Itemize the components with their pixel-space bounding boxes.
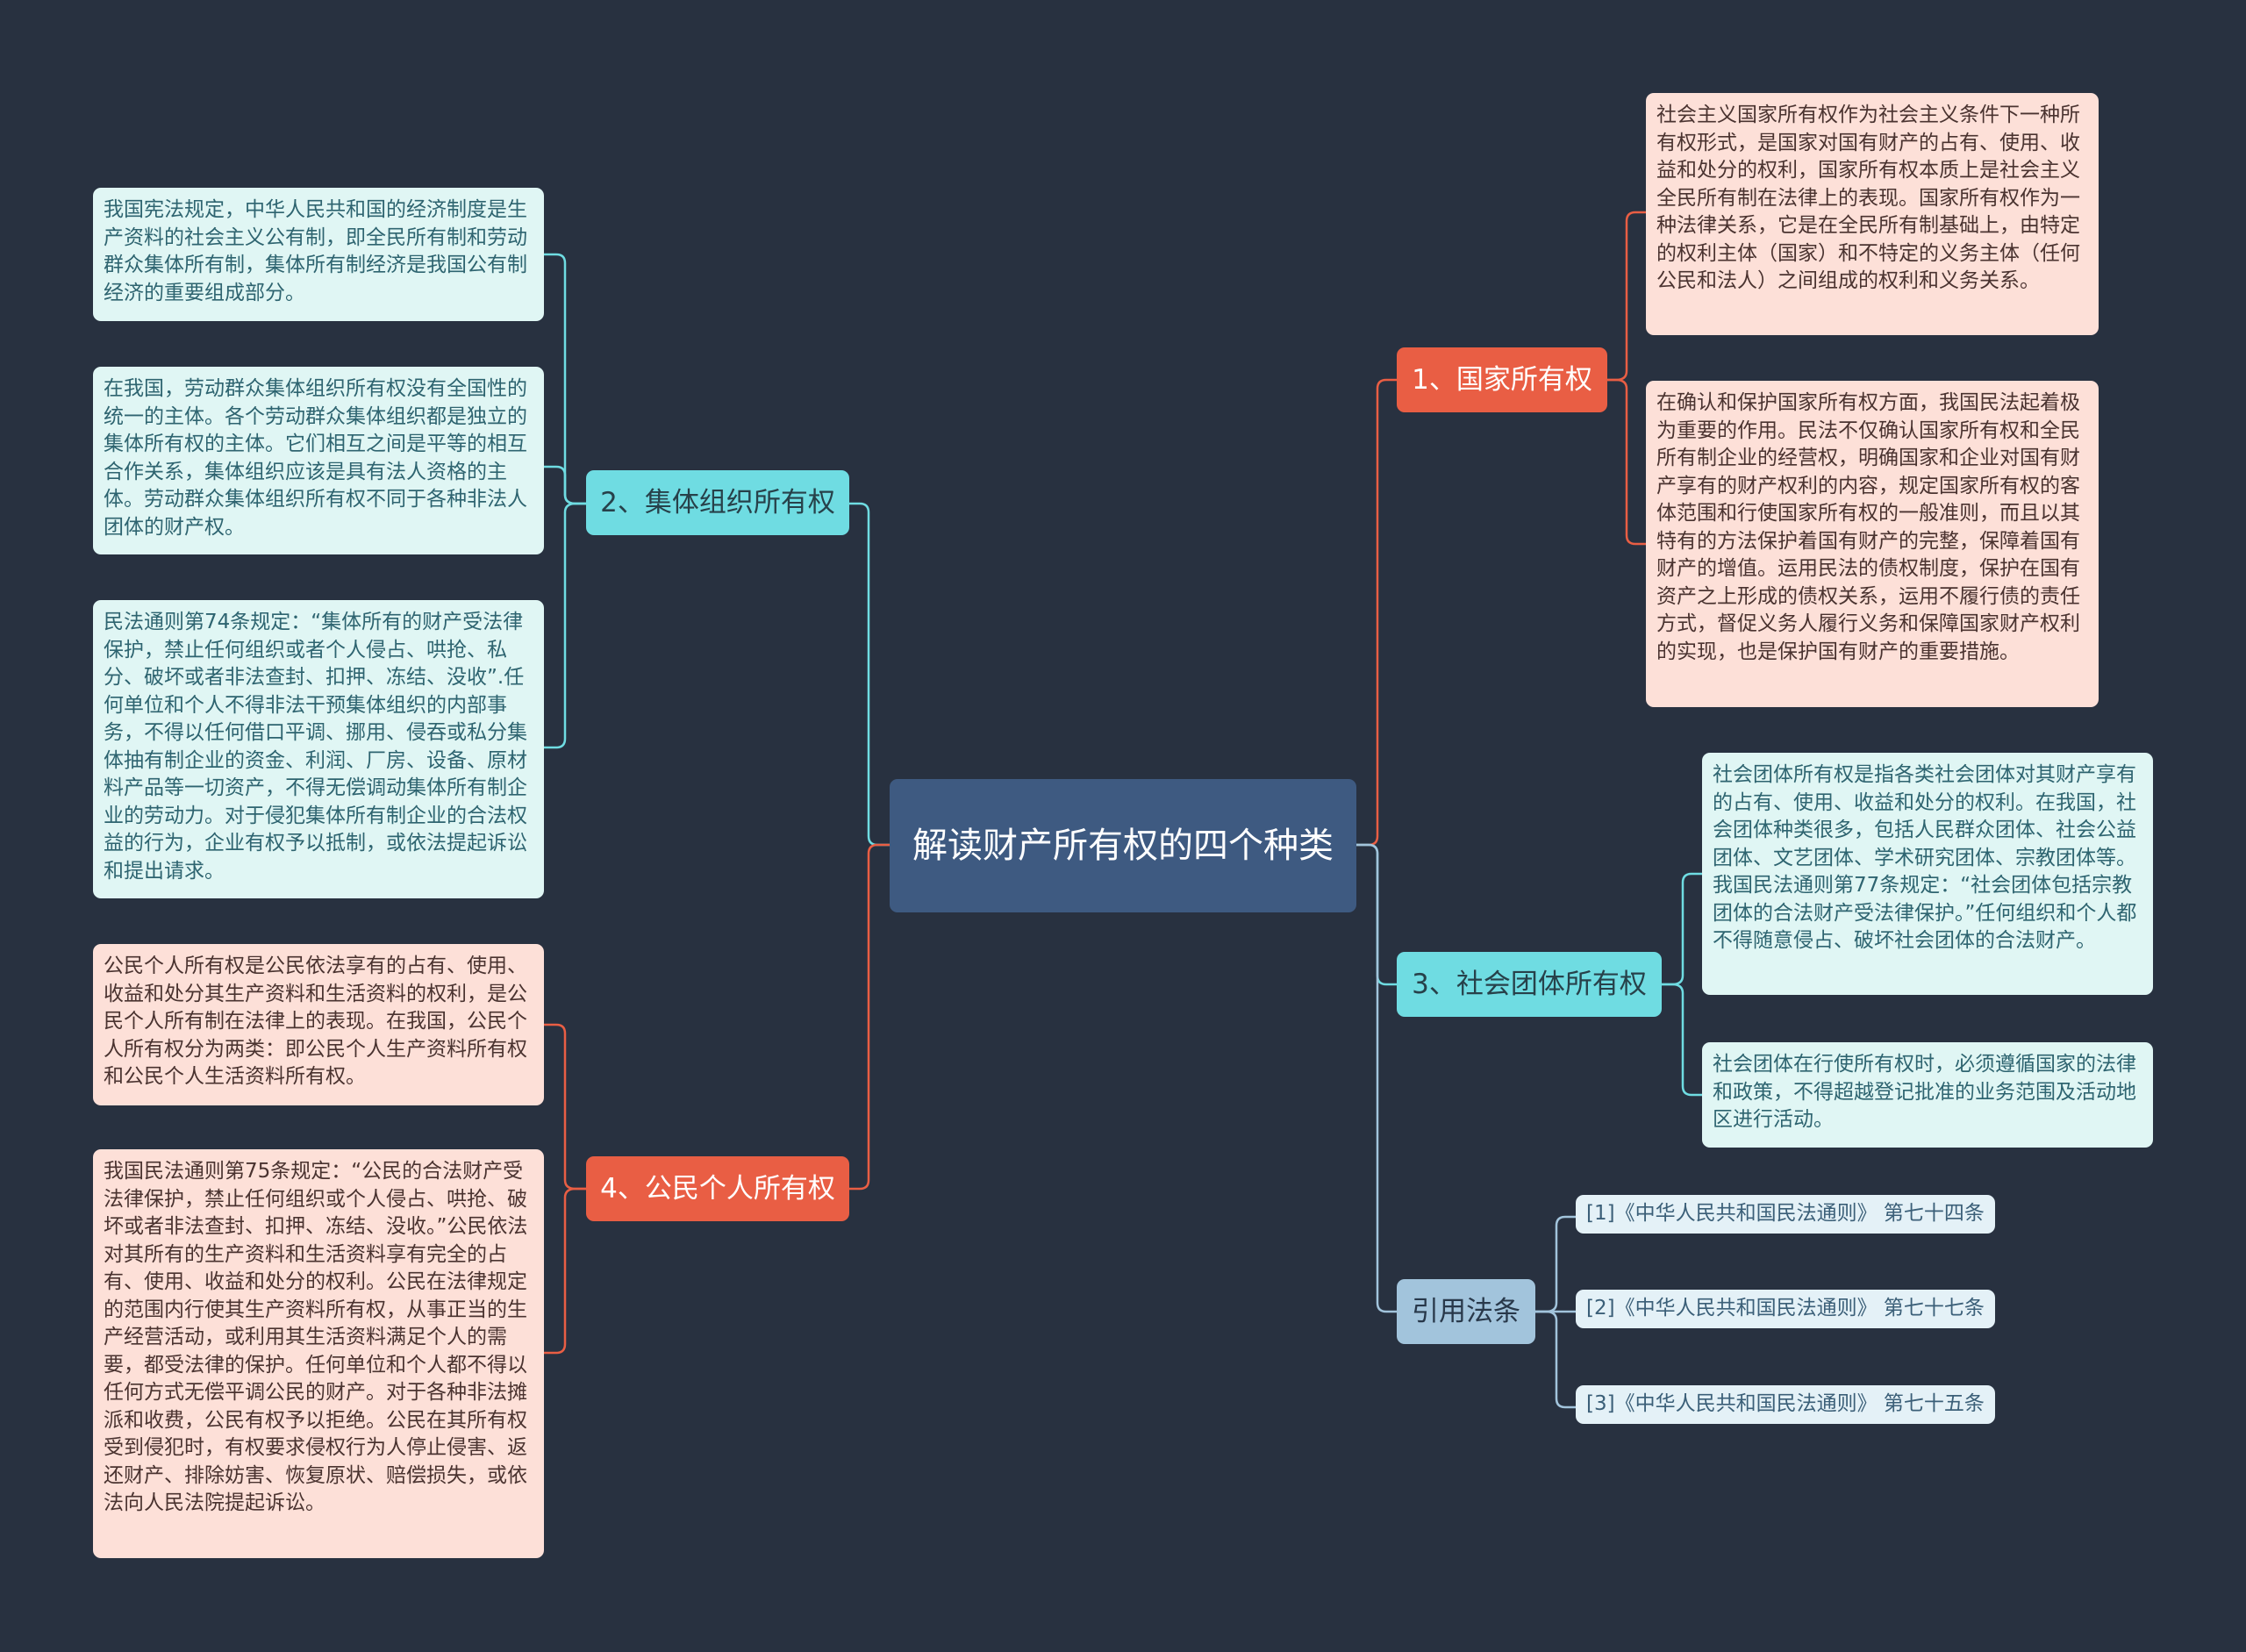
citizen-note-1: 公民个人所有权是公民依法享有的占有、使用、收益和处分其生产资料和生活资料的权利，… (93, 944, 544, 1105)
link-reference-1 (1535, 1215, 1576, 1313)
social-note-2: 社会团体在行使所有权时，必须遵循国家的法律和政策，不得超越登记批准的业务范围及活… (1702, 1042, 2153, 1148)
citizen-note-1-text: 公民个人所有权是公民依法享有的占有、使用、收益和处分其生产资料和生活资料的权利，… (104, 955, 527, 1088)
branch-collective-label: 2、集体组织所有权 (600, 487, 835, 518)
link-center-references (1356, 843, 1397, 1313)
state-note-2: 在确认和保护国家所有权方面，我国民法起着极为重要的作用。民法不仅确认国家所有权和… (1646, 381, 2099, 707)
link-center-collective (849, 502, 890, 847)
state-note-1: 社会主义国家所有权作为社会主义条件下一种所有权形式，是国家对国有财产的占有、使用… (1646, 93, 2099, 335)
reference-item-3[interactable]: [3]《中华人民共和国民法通则》 第七十五条 (1576, 1385, 1995, 1424)
collective-note-2: 在我国，劳动群众集体组织所有权没有全国性的统一的主体。各个劳动群众集体组织都是独… (93, 367, 544, 554)
branch-references-label: 引用法条 (1412, 1296, 1520, 1327)
link-center-citizen (849, 843, 890, 1191)
link-state-note-2 (1607, 378, 1646, 546)
branch-social-label: 3、社会团体所有权 (1412, 969, 1647, 1000)
collective-note-2-text: 在我国，劳动群众集体组织所有权没有全国性的统一的主体。各个劳动群众集体组织都是独… (104, 377, 527, 539)
citizen-note-2: 我国民法通则第75条规定：“公民的合法财产受法律保护，禁止任何组织或个人侵占、哄… (93, 1149, 544, 1558)
branch-collective-ownership[interactable]: 2、集体组织所有权 (586, 470, 849, 535)
reference-item-2-text: [2]《中华人民共和国民法通则》 第七十七条 (1586, 1297, 1985, 1319)
reference-item-1[interactable]: [1]《中华人民共和国民法通则》 第七十四条 (1576, 1195, 1995, 1234)
collective-note-3-text: 民法通则第74条规定：“集体所有的财产受法律保护，禁止任何组织或者个人侵占、哄抢… (104, 611, 527, 883)
branch-state-label: 1、国家所有权 (1412, 364, 1592, 396)
reference-item-3-text: [3]《中华人民共和国民法通则》 第七十五条 (1586, 1392, 1985, 1415)
central-topic[interactable]: 解读财产所有权的四个种类 (890, 779, 1356, 912)
branch-citizen-label: 4、公民个人所有权 (600, 1173, 835, 1205)
link-social-note-1 (1662, 872, 1702, 986)
social-note-1-text: 社会团体所有权是指各类社会团体对其财产享有的占有、使用、收益和处分的权利。在我国… (1713, 763, 2137, 952)
link-state-note-1 (1607, 211, 1646, 382)
central-topic-label: 解读财产所有权的四个种类 (912, 826, 1334, 866)
link-citizen-note-2 (544, 1187, 586, 1355)
collective-note-1: 我国宪法规定，中华人民共和国的经济制度是生产资料的社会主义公有制，即全民所有制和… (93, 188, 544, 321)
branch-references[interactable]: 引用法条 (1397, 1279, 1535, 1344)
link-collective-note-3 (544, 502, 586, 749)
branch-state-ownership[interactable]: 1、国家所有权 (1397, 347, 1607, 412)
collective-note-3: 民法通则第74条规定：“集体所有的财产受法律保护，禁止任何组织或者个人侵占、哄抢… (93, 600, 544, 898)
collective-note-1-text: 我国宪法规定，中华人民共和国的经济制度是生产资料的社会主义公有制，即全民所有制和… (104, 198, 527, 304)
reference-item-2[interactable]: [2]《中华人民共和国民法通则》 第七十七条 (1576, 1290, 1995, 1328)
state-note-1-text: 社会主义国家所有权作为社会主义条件下一种所有权形式，是国家对国有财产的占有、使用… (1656, 104, 2080, 292)
link-citizen-note-1 (544, 1023, 586, 1191)
link-center-state (1356, 378, 1397, 847)
social-note-1: 社会团体所有权是指各类社会团体对其财产享有的占有、使用、收益和处分的权利。在我国… (1702, 753, 2153, 995)
branch-citizen-ownership[interactable]: 4、公民个人所有权 (586, 1156, 849, 1221)
reference-item-1-text: [1]《中华人民共和国民法通则》 第七十四条 (1586, 1202, 1985, 1225)
branch-social-ownership[interactable]: 3、社会团体所有权 (1397, 952, 1662, 1017)
citizen-note-2-text: 我国民法通则第75条规定：“公民的合法财产受法律保护，禁止任何组织或个人侵占、哄… (104, 1160, 528, 1514)
link-social-note-2 (1662, 983, 1702, 1097)
link-reference-3 (1535, 1310, 1576, 1409)
social-note-2-text: 社会团体在行使所有权时，必须遵循国家的法律和政策，不得超越登记批准的业务范围及活… (1713, 1053, 2136, 1131)
link-collective-note-2 (544, 465, 586, 505)
state-note-2-text: 在确认和保护国家所有权方面，我国民法起着极为重要的作用。民法不仅确认国家所有权和… (1656, 391, 2080, 663)
